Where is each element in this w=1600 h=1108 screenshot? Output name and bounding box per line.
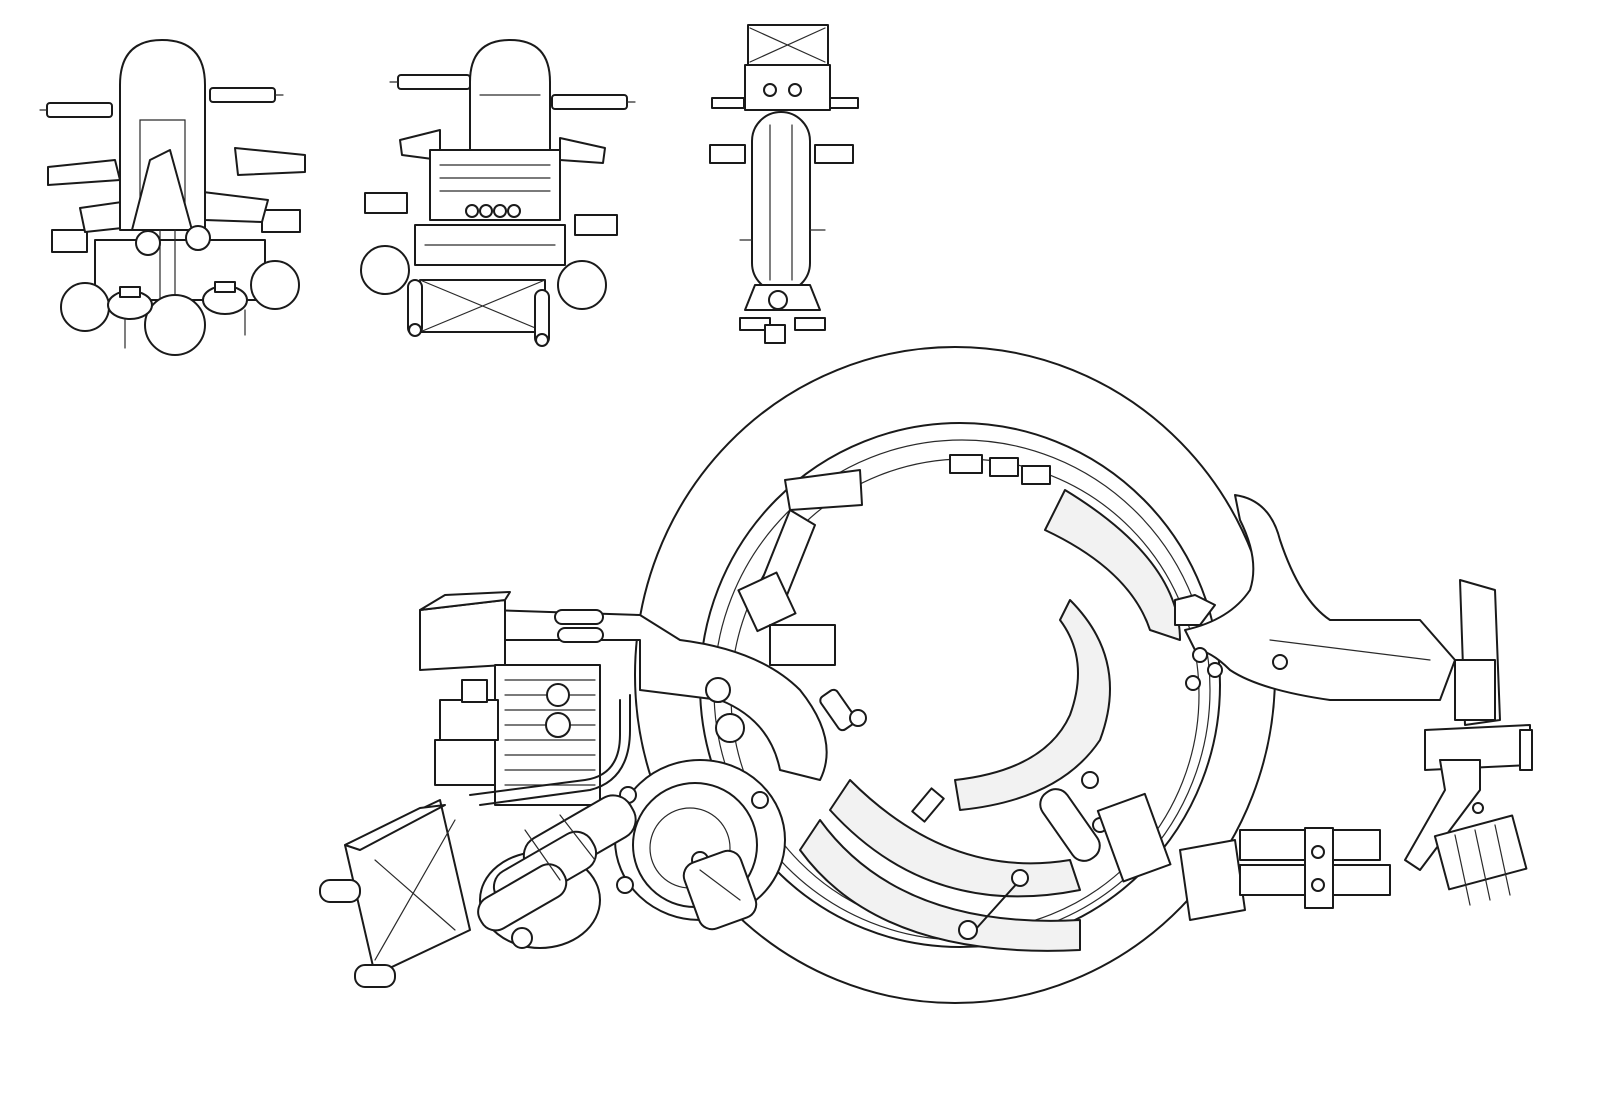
inner-arc-right [954,599,1111,811]
front-hub [614,759,786,931]
rear-arm [1184,494,1533,906]
exhaust-pipes [1179,827,1391,921]
inner-arc-bottom [799,819,1081,952]
perspective-view [319,346,1533,1004]
rear-view [360,39,636,347]
inner-arc-lower [829,779,1081,898]
front-view [39,39,306,356]
wheel-brackets [911,594,1216,940]
front-plate [319,794,637,988]
engine-body [419,591,867,806]
inner-arc-upper [1044,489,1181,641]
top-view [709,24,859,344]
